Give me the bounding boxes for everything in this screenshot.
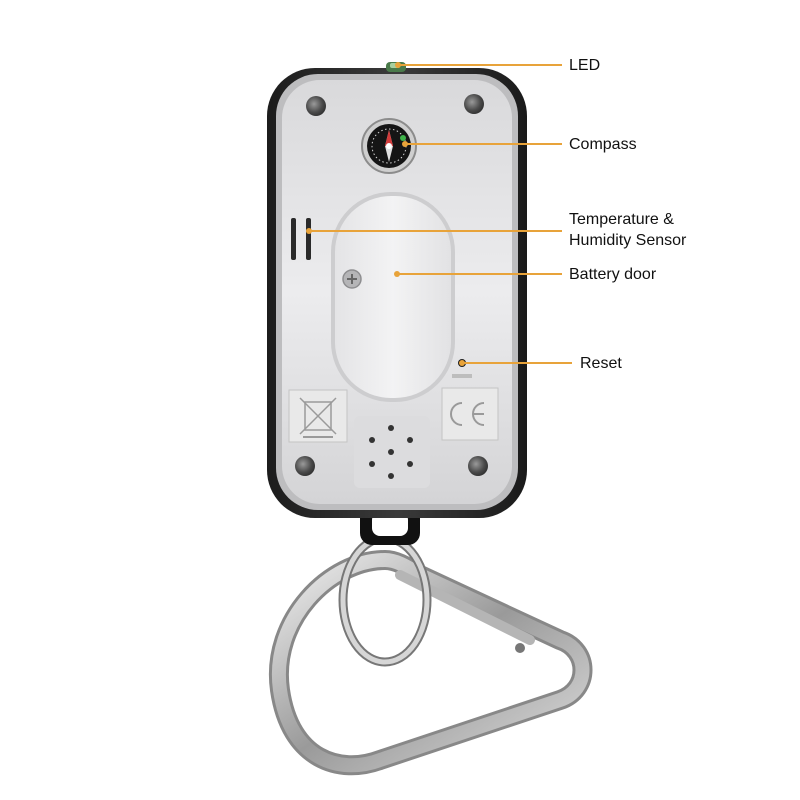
callout-sensor-line1: Temperature & [569,211,674,228]
leader-sensor-dot [306,228,312,234]
callout-sensor: Temperature & Humidity Sensor [569,209,686,251]
callout-reset: Reset [580,353,622,374]
leader-led-dot [395,62,401,68]
battery-door [331,192,455,402]
leader-lines [306,62,572,366]
leader-reset-dot [459,360,465,366]
ce-label [441,387,499,441]
callout-battery: Battery door [569,264,656,285]
callout-compass: Compass [569,134,637,155]
leader-compass-dot [402,141,408,147]
weee-label [288,389,348,443]
callout-led-text: LED [569,57,601,74]
leader-battery-dot [394,271,400,277]
callout-sensor-line2: Humidity Sensor [569,232,687,249]
compass-dial [361,118,417,174]
corner-screws [295,94,488,476]
callout-battery-text: Battery door [569,266,657,283]
speaker-grille [354,416,430,488]
callout-led: LED [569,55,600,76]
callout-compass-text: Compass [569,136,637,153]
callout-reset-text: Reset [580,355,622,372]
